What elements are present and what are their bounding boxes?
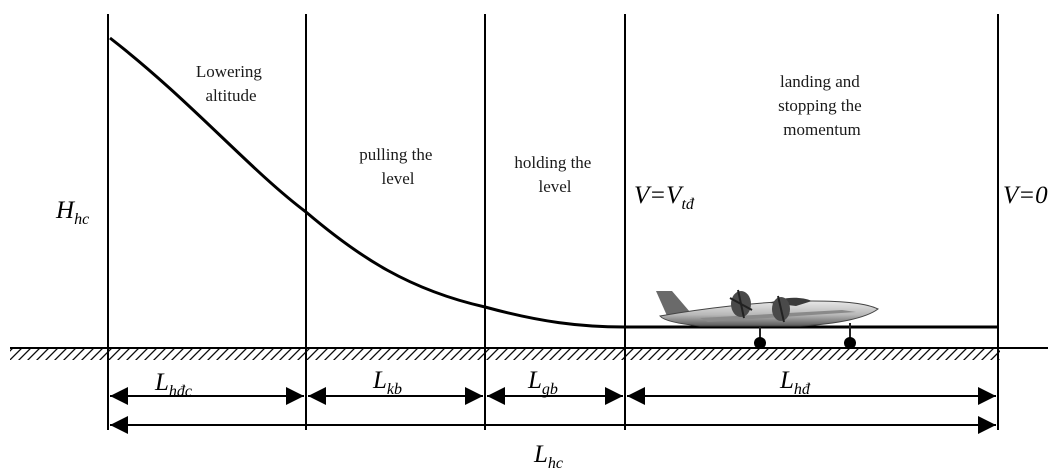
stage-label-lowering-altitude: Lowering altitude — [196, 62, 266, 105]
touchdown-speed-label: V=Vtđ — [634, 182, 695, 213]
stage-label-holding-the-level: holding the level — [514, 153, 595, 196]
total-length-label: Lhc — [533, 441, 563, 470]
segment-label-kb: Lkb — [372, 367, 402, 398]
flight-path-curve — [109, 36, 998, 329]
dimension-arrows — [110, 387, 996, 434]
segment-label-hd: Lhđ — [779, 367, 811, 398]
segment-label-gb: Lgb — [527, 367, 558, 398]
ground — [10, 347, 1048, 360]
phase-boundaries — [107, 14, 999, 430]
airplane-image — [656, 289, 879, 349]
stage-label-pulling-the-level: pulling the level — [359, 145, 436, 188]
stage-label-landing-and-stopping: landing and stopping the momentum — [778, 72, 866, 139]
stop-speed-label: V=0 — [1003, 182, 1048, 209]
ground-hatching — [10, 348, 1000, 360]
landing-gear-wheel — [844, 337, 856, 349]
height-label: Hhc — [55, 197, 89, 228]
landing-gear-wheel — [754, 337, 766, 349]
